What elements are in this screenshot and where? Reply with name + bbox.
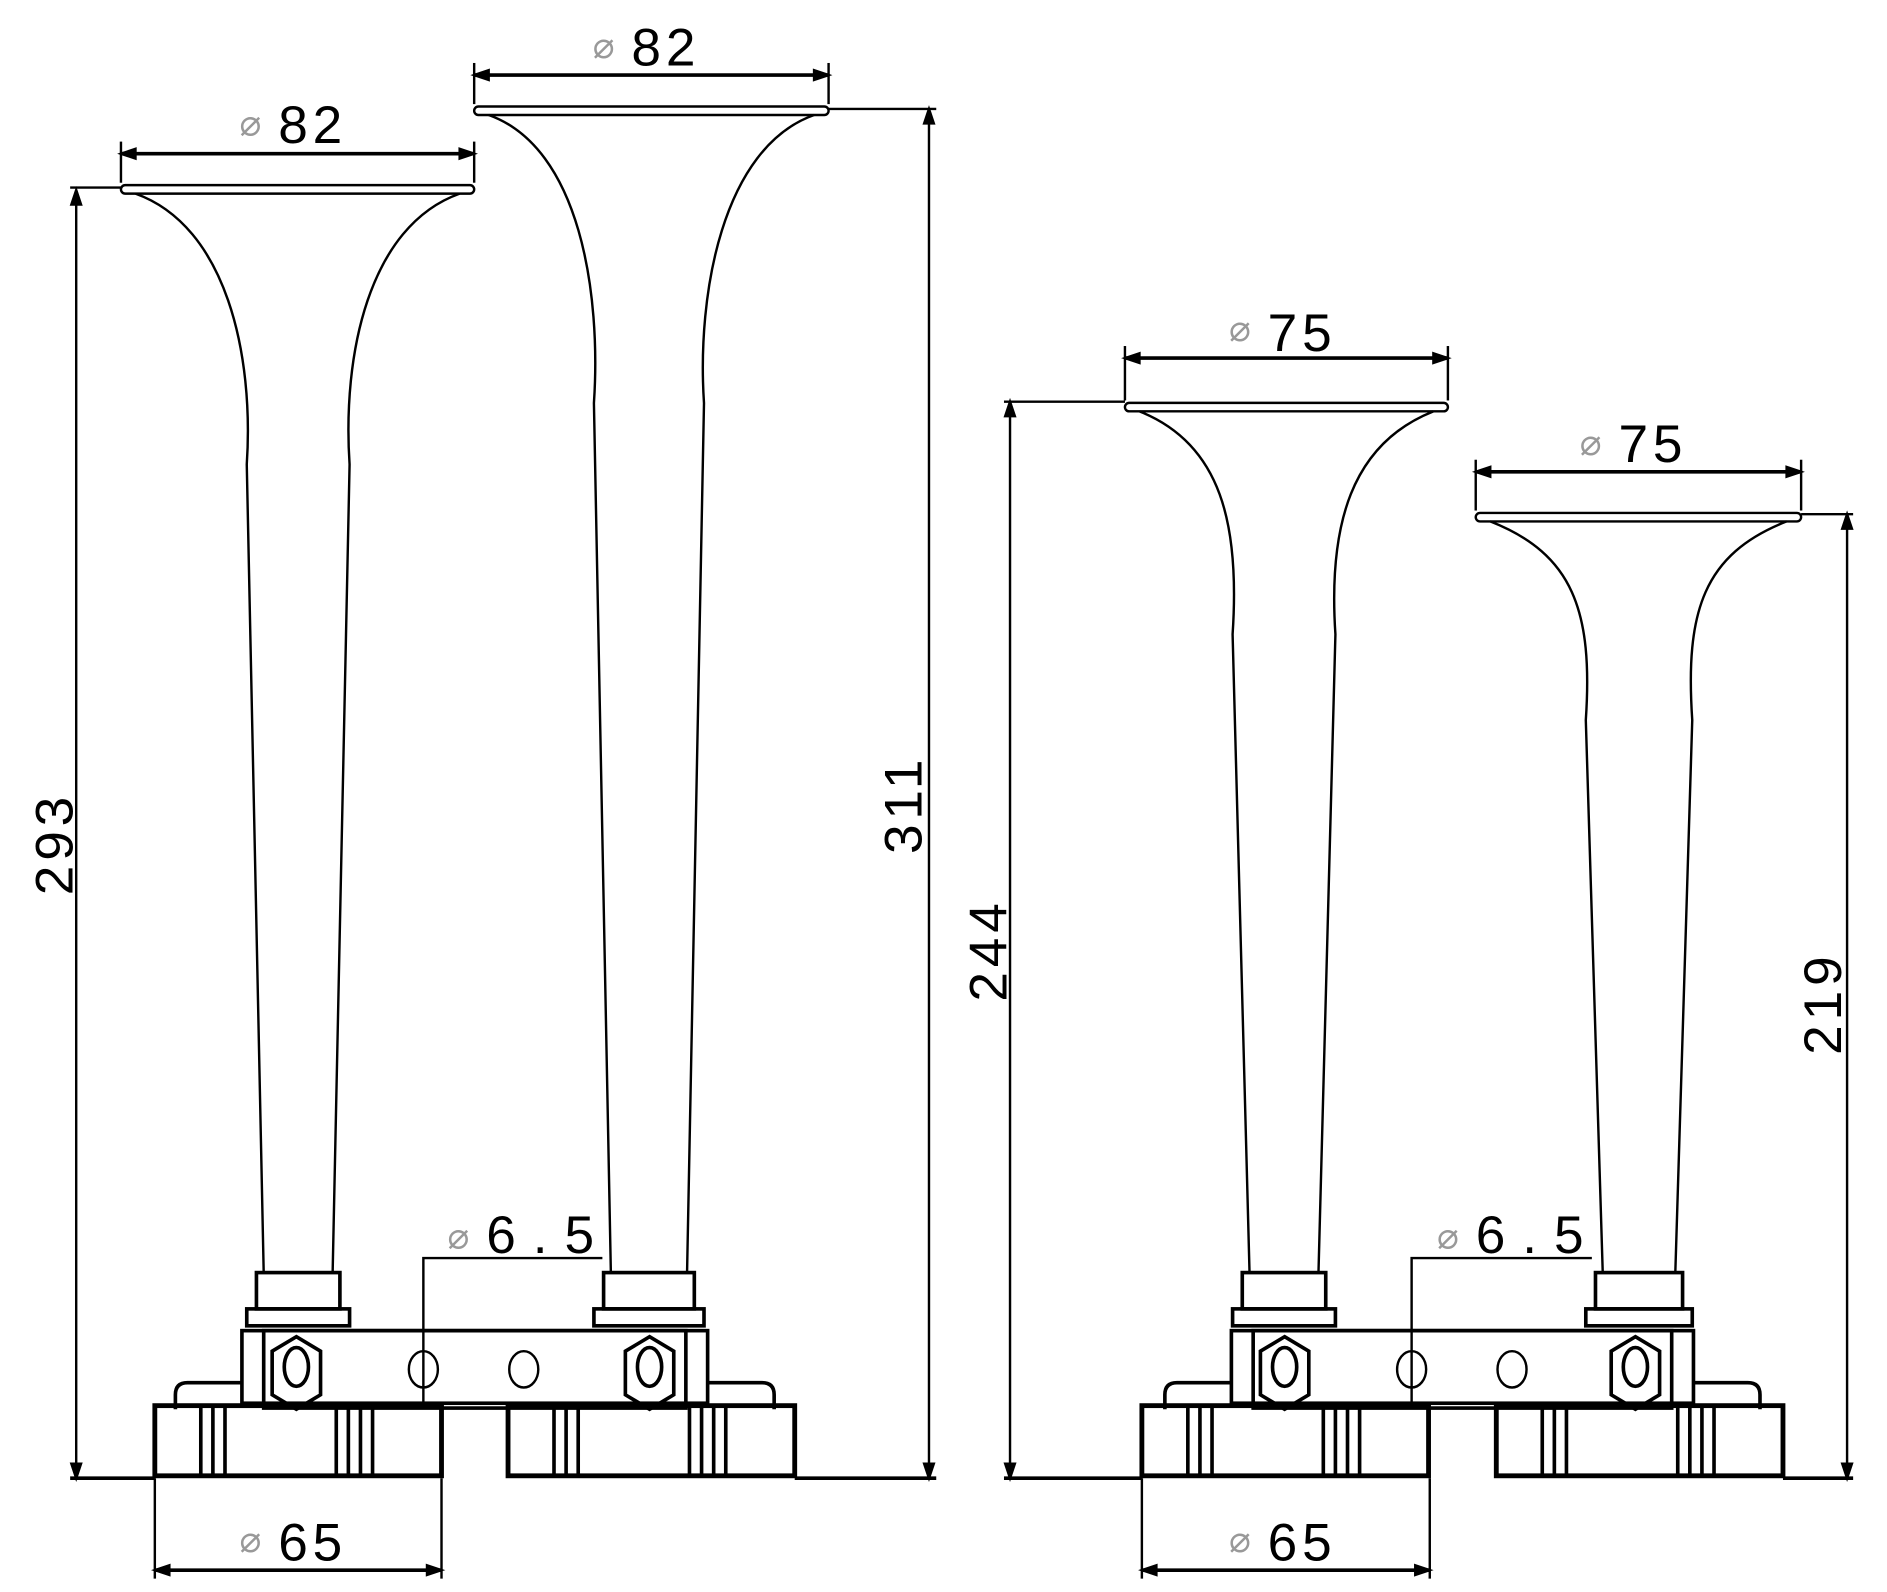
left-mount-hex-nut — [623, 1334, 676, 1412]
right-horn-b-diameter-dimension-arrows — [1471, 465, 1805, 479]
right-horn-a-left-edge — [1139, 410, 1251, 1273]
phi-symbol: ⌀ — [448, 1214, 470, 1257]
left-horn-a-left-edge — [135, 192, 265, 1273]
left-horn-b-diameter-dimension-arrows — [470, 68, 833, 82]
phi-symbol: ⌀ — [1437, 1214, 1459, 1257]
right-horn-b-neck-nut — [1593, 1270, 1685, 1311]
right-horn-a-diameter-dimension-arrows — [1121, 351, 1452, 365]
right-horn-b-height-dimension-arrows — [1840, 510, 1854, 1483]
right-horn-b-rim — [1474, 511, 1803, 523]
left-horn-b-height-dimension-arrows — [922, 105, 936, 1483]
left-base-a — [152, 1403, 444, 1479]
left-mount-flange — [173, 1380, 776, 1410]
right-horn-b-height: 219 — [1794, 952, 1853, 1055]
right-mount-hex-nut — [1258, 1334, 1311, 1412]
left-horn-a-diameter: 82 — [278, 96, 347, 155]
left-mount-plate — [261, 1328, 688, 1410]
right-mount-bolt — [1621, 1345, 1650, 1389]
left-horn-b-left-edge — [488, 113, 613, 1273]
phi-symbol: ⌀ — [1580, 421, 1602, 464]
right-horn-a-right-edge — [1317, 410, 1434, 1273]
right-horn-a-diameter: 75 — [1268, 304, 1337, 363]
left-horn-a-height-dimension-arrows — [69, 186, 83, 1483]
left-horn-a-right-edge — [331, 192, 461, 1273]
right-base-diameter-dimension-arrows — [1138, 1563, 1434, 1577]
right-mount-bolt — [1270, 1345, 1299, 1389]
phi-symbol: ⌀ — [593, 24, 615, 67]
right-mount-hex-nut — [1609, 1334, 1662, 1412]
left-horn-b-height: 311 — [875, 755, 934, 854]
phi-symbol: ⌀ — [1229, 1518, 1251, 1561]
left-base-diameter: 65 — [278, 1513, 347, 1572]
right-horn-a-neck-collar — [1230, 1307, 1338, 1328]
left-mount-hole — [508, 1350, 540, 1389]
right-horn-b-left-edge — [1489, 520, 1604, 1273]
left-horn-b-neck-nut — [601, 1270, 697, 1311]
left-horn-a-diameter-dimension-arrows — [117, 147, 478, 161]
left-mount-bolt — [282, 1345, 311, 1389]
right-mount-hole-leader — [1410, 1256, 1592, 1410]
right-mount-flange — [1163, 1380, 1762, 1410]
right-horn-b-neck-collar — [1583, 1307, 1695, 1328]
left-mount-bolt — [635, 1345, 664, 1389]
left-horn-a-neck-collar — [244, 1307, 352, 1328]
left-horn-b-diameter: 82 — [631, 18, 700, 77]
right-mount-hole — [1496, 1350, 1528, 1389]
right-horn-a-neck-nut — [1240, 1270, 1328, 1311]
right-horn-b-diameter: 75 — [1618, 415, 1687, 474]
left-horn-b-right-edge — [685, 113, 815, 1273]
left-mount-hex-nut — [270, 1334, 323, 1412]
right-horn-a-rim — [1123, 401, 1450, 413]
left-horn-b-neck-collar — [592, 1307, 706, 1328]
right-horn-b-right-edge — [1674, 520, 1788, 1273]
phi-symbol: ⌀ — [240, 102, 262, 145]
phi-symbol: ⌀ — [1229, 307, 1251, 350]
left-horn-a-neck-nut — [254, 1270, 342, 1311]
left-mount-hole-diameter: 6.5 — [486, 1206, 611, 1265]
left-base-diameter-dimension-arrows — [151, 1563, 446, 1577]
right-mount-hole-diameter: 6.5 — [1476, 1206, 1601, 1265]
left-horn-a-height: 293 — [26, 792, 85, 895]
right-base-diameter: 65 — [1268, 1513, 1337, 1572]
right-mount-plate — [1251, 1328, 1674, 1410]
left-mount-hole-leader — [422, 1256, 603, 1410]
left-horn-a-rim — [119, 183, 476, 195]
right-base-b — [1493, 1403, 1786, 1479]
left-base-b — [505, 1403, 798, 1479]
left-horn-b-rim — [472, 105, 830, 117]
right-horn-a-height-dimension-arrows — [1003, 397, 1017, 1483]
phi-symbol: ⌀ — [240, 1518, 262, 1561]
right-horn-a-height: 244 — [959, 898, 1018, 1001]
right-base-a — [1139, 1403, 1431, 1479]
